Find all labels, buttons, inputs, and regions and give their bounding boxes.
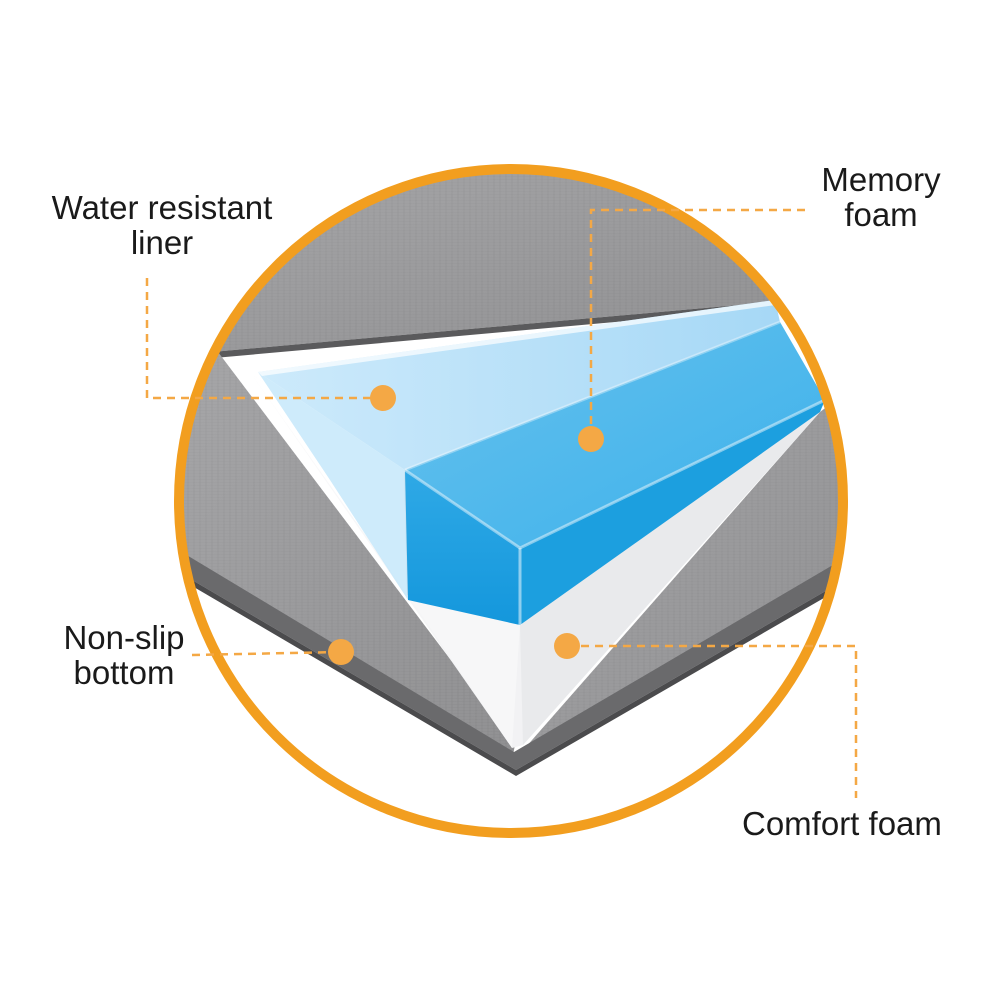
label-comfort-foam-line1: Comfort foam (742, 805, 942, 842)
leader-lines (145, 208, 858, 798)
leader-water-resistant (145, 278, 380, 400)
label-memory-foam-line2: foam (844, 196, 918, 233)
magnifier-ring (174, 164, 848, 838)
label-memory-foam-line1: Memory (821, 161, 941, 198)
marker-water-resistant (370, 385, 396, 411)
label-non-slip-line1: Non-slip (63, 619, 185, 656)
label-non-slip-line2: bottom (73, 654, 175, 691)
label-water-resistant-line2: liner (130, 224, 194, 261)
label-water-resistant-line1: Water resistant (51, 189, 273, 226)
leader-memory-foam (589, 208, 805, 438)
water-resistant-liner-layer (258, 300, 780, 470)
leader-non-slip (191, 650, 341, 657)
memory-foam-layer (405, 322, 825, 548)
label-water-resistant-liner: Water resistant liner (48, 190, 276, 260)
marker-memory-foam (578, 426, 604, 452)
marker-non-slip (328, 639, 354, 665)
label-comfort-foam: Comfort foam (742, 806, 942, 841)
label-non-slip-bottom: Non-slip bottom (56, 620, 192, 690)
label-memory-foam: Memory foam (808, 162, 954, 232)
marker-comfort-foam (554, 633, 580, 659)
